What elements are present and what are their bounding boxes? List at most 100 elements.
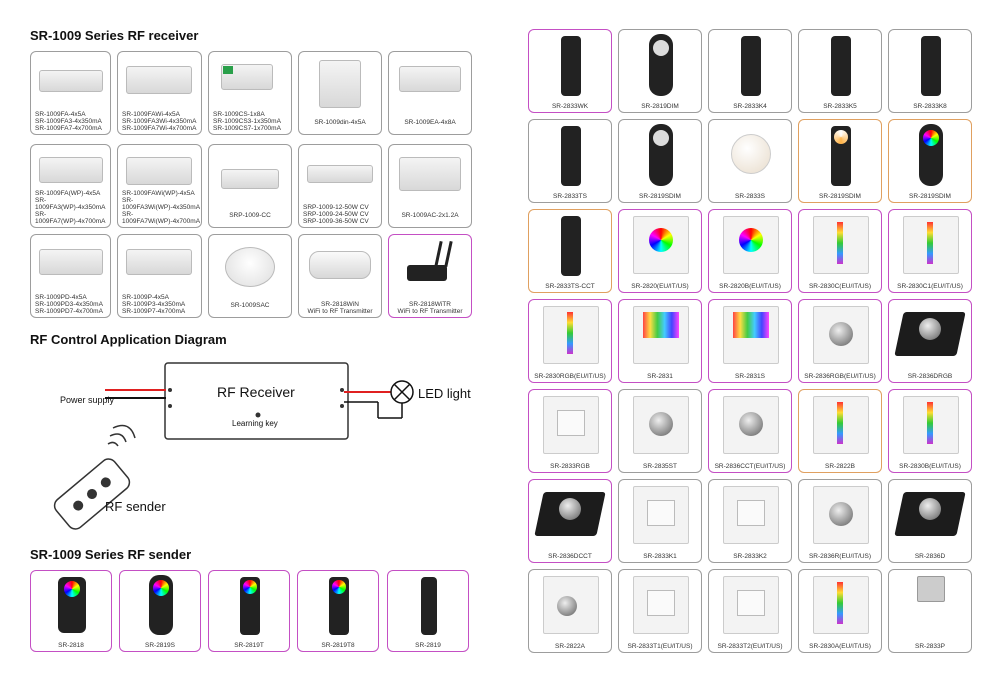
receiver-image (309, 251, 371, 279)
product-label: SR-2833K5 (823, 103, 857, 110)
product-card[interactable]: SR-2819SDIM (888, 119, 972, 203)
product-card[interactable]: SR-2835ST (618, 389, 702, 473)
product-card[interactable]: SR-2833K4 (708, 29, 792, 113)
product-card[interactable]: SR-2833TS-CCT (528, 209, 612, 293)
receiver-card[interactable]: SRP-1009-CC (208, 144, 292, 228)
product-image (741, 36, 761, 96)
terminal-block-icon (223, 66, 233, 74)
product-card[interactable]: SR-2833S (708, 119, 792, 203)
sender-card[interactable]: SR-2819S (119, 570, 201, 652)
product-label: SR-2822A (555, 643, 585, 650)
color-wheel-icon (739, 228, 763, 252)
product-card[interactable]: SR-2819DIM (618, 29, 702, 113)
sender-card[interactable]: SR-2819T (208, 570, 290, 652)
receiver-card[interactable]: SR-1009FAWi-4x5A SR-1009FA3Wi-4x350mA SR… (117, 51, 202, 135)
product-card[interactable]: SR-2833K2 (708, 479, 792, 563)
product-card[interactable]: SR-2833P (888, 569, 972, 653)
receiver-image (221, 169, 279, 189)
product-card[interactable]: SR-2831 (618, 299, 702, 383)
button-icon (737, 500, 765, 526)
product-card[interactable]: SR-2820(EU/IT/US) (618, 209, 702, 293)
product-card[interactable]: SR-2831S (708, 299, 792, 383)
product-card[interactable]: SR-2819SDIM (798, 119, 882, 203)
receiver-card[interactable]: SR-1009AC-2x1.2A (388, 144, 472, 228)
arc-slider-icon (557, 596, 577, 616)
sender-card[interactable]: SR-2819 (387, 570, 469, 652)
product-card[interactable]: SR-2836DCCT (528, 479, 612, 563)
receiver-card[interactable]: SR-2818WiN WiFi to RF Transmitter (298, 234, 382, 318)
product-card[interactable]: SR-2836R(EU/IT/US) (798, 479, 882, 563)
product-card[interactable]: SR-2833T2(EU/IT/US) (708, 569, 792, 653)
receiver-card[interactable]: SR-1009P-4x5A SR-1009P3-4x350mA SR-1009P… (117, 234, 202, 318)
receiver-image (225, 247, 275, 287)
receiver-card[interactable]: SR-1009SAC (208, 234, 292, 318)
product-card[interactable]: SR-2833K1 (618, 479, 702, 563)
product-card[interactable]: SR-2830RGB(EU/IT/US) (528, 299, 612, 383)
knob-icon (739, 412, 763, 436)
receiver-card[interactable]: SR-1009din-4x5A (298, 51, 382, 135)
receiver-card[interactable]: SR-1009FA-4x5A SR-1009FA3-4x350mA SR-100… (30, 51, 111, 135)
slider-bar-icon (567, 312, 573, 354)
diagram-section-heading: RF Control Application Diagram (30, 332, 227, 347)
product-card[interactable]: SR-2822A (528, 569, 612, 653)
product-card[interactable]: SR-2836D (888, 479, 972, 563)
product-card[interactable]: SR-2836RGB(EU/IT/US) (798, 299, 882, 383)
rf-sender-label: RF sender (105, 499, 166, 514)
product-label: SR-2833T2(EU/IT/US) (717, 643, 783, 650)
power-supply-label: Power supply (60, 395, 115, 405)
product-card[interactable]: SR-2830C1(EU/IT/US) (888, 209, 972, 293)
receiver-image (39, 157, 103, 183)
product-card[interactable]: SR-2833K5 (798, 29, 882, 113)
receiver-card[interactable]: SRP-1009-12-50W CV SRP-1009-24-50W CV SR… (298, 144, 382, 228)
product-label: SR-2830A(EU/IT/US) (809, 643, 871, 650)
receiver-card[interactable]: SR-2818WiTR WiFi to RF Transmitter (388, 234, 472, 318)
receiver-label: SRP-1009-12-50W CV SRP-1009-24-50W CV SR… (303, 204, 369, 225)
receiver-card[interactable]: SR-1009EA-4x8A (388, 51, 472, 135)
color-wheel-icon (649, 228, 673, 252)
product-card[interactable]: SR-2833TS (528, 119, 612, 203)
receiver-box-title: RF Receiver (217, 384, 295, 400)
receiver-image (126, 249, 192, 275)
product-card[interactable]: SR-2833RGB (528, 389, 612, 473)
receiver-label: SR-1009din-4x5A (314, 119, 366, 126)
receiver-image (39, 249, 103, 275)
product-image (921, 36, 941, 96)
product-image (917, 576, 945, 602)
product-card[interactable]: SR-2833K8 (888, 29, 972, 113)
receiver-box (164, 362, 349, 440)
product-label: SR-2833WK (551, 103, 589, 110)
product-label: SR-2833K1 (643, 553, 677, 560)
receiver-card[interactable]: SR-1009PD-4x5A SR-1009PD3-4x350mA SR-100… (30, 234, 111, 318)
sender-label: SR-2819T8 (321, 642, 355, 649)
product-card[interactable]: SR-2836DRGB (888, 299, 972, 383)
touch-wheel-icon (653, 40, 669, 56)
product-card[interactable]: SR-2830B(EU/IT/US) (888, 389, 972, 473)
receiver-card[interactable]: SR-1009FA(WP)-4x5A SR-1009FA3(WP)-4x350m… (30, 144, 111, 228)
product-label: SR-2819SDIM (909, 193, 951, 200)
product-label: SR-2835ST (643, 463, 677, 470)
receiver-card[interactable]: SR-1009FAWi(WP)-4x5A SR-1009FA3Wi(WP)-4x… (117, 144, 202, 228)
application-diagram (53, 362, 414, 530)
product-card[interactable]: SR-2833T1(EU/IT/US) (618, 569, 702, 653)
product-card[interactable]: SR-2830A(EU/IT/US) (798, 569, 882, 653)
product-card[interactable]: SR-2822B (798, 389, 882, 473)
product-card[interactable]: SR-2836CCT(EU/IT/US) (708, 389, 792, 473)
product-image (561, 36, 581, 96)
color-wheel-icon (153, 580, 169, 596)
product-image (831, 36, 851, 96)
product-label: SR-2831S (735, 373, 765, 380)
product-image (723, 306, 779, 364)
sender-card[interactable]: SR-2819T8 (297, 570, 379, 652)
color-grid-icon (733, 312, 769, 338)
product-card[interactable]: SR-2819SDIM (618, 119, 702, 203)
product-card[interactable]: SR-2833WK (528, 29, 612, 113)
product-label: SR-2820(EU/IT/US) (631, 283, 689, 290)
receiver-label: SR-1009FA(WP)-4x5A SR-1009FA3(WP)-4x350m… (35, 190, 106, 225)
receiver-card[interactable]: SR-1009CS-1x8A SR-1009CS3-1x350mA SR-100… (208, 51, 292, 135)
receiver-label: SR-1009P-4x5A SR-1009P3-4x350mA SR-1009P… (122, 294, 186, 315)
sender-card[interactable]: SR-2818 (30, 570, 112, 652)
product-card[interactable]: SR-2830C(EU/IT/US) (798, 209, 882, 293)
button-icon (647, 590, 675, 616)
product-label: SR-2833TS-CCT (545, 283, 595, 290)
product-card[interactable]: SR-2820B(EU/IT/US) (708, 209, 792, 293)
